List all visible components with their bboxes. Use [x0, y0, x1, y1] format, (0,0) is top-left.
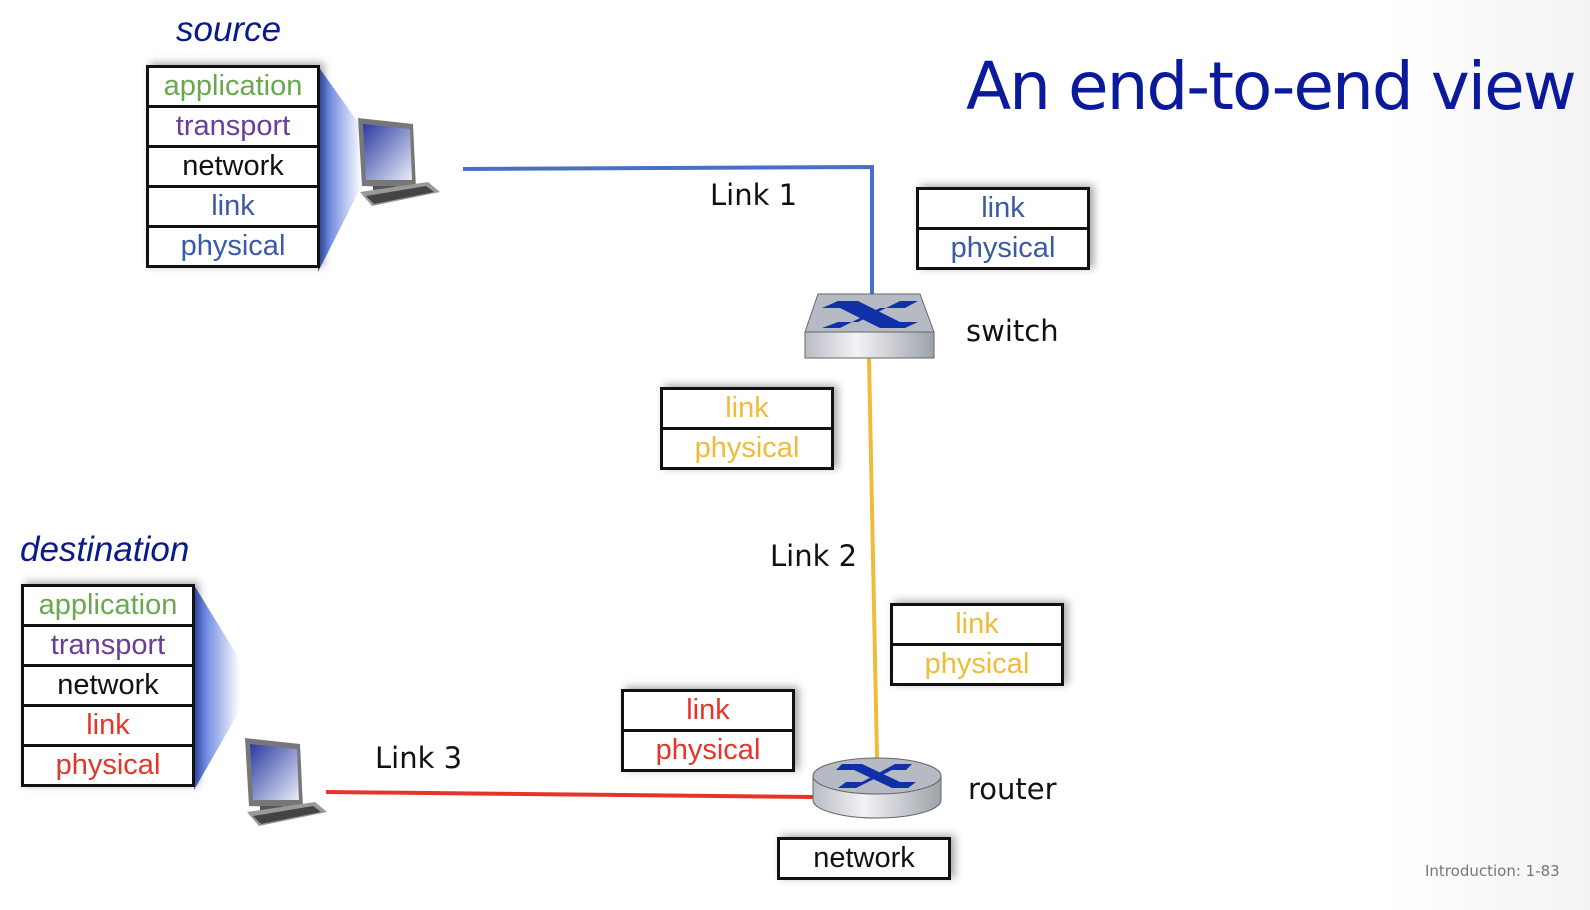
layer-network: network: [24, 664, 192, 704]
link1-line[interactable]: [462, 164, 874, 296]
layer-physical: physical: [663, 427, 831, 467]
layer-physical: physical: [919, 227, 1087, 267]
background-shade: [1390, 0, 1590, 910]
layer-link: link: [686, 694, 730, 726]
source-computer-icon: [358, 118, 440, 206]
layer-physical: physical: [24, 744, 192, 784]
layer-physical: physical: [624, 729, 792, 769]
layer-link: link: [149, 185, 317, 225]
link2-line[interactable]: [867, 357, 879, 759]
layer-network: network: [149, 145, 317, 185]
layer-link: link: [725, 392, 769, 424]
router-link2-protocol-stack: link physical: [890, 603, 1064, 686]
destination-protocol-stack: application transport network link physi…: [21, 584, 195, 787]
layer-physical: physical: [893, 643, 1061, 683]
router-link3-protocol-stack: link physical: [621, 689, 795, 772]
slide-title: An end-to-end view: [966, 48, 1577, 125]
switch-label: switch: [966, 314, 1059, 348]
link1-label: Link 1: [710, 178, 798, 212]
layer-link: link: [24, 704, 192, 744]
switch-icon: [804, 293, 935, 359]
slide-footer: Introduction: 1-83: [1425, 862, 1560, 880]
layer-application: application: [38, 589, 178, 621]
router-network-layer: network: [777, 837, 951, 880]
source-protocol-stack: application transport network link physi…: [146, 65, 320, 268]
layer-physical: physical: [149, 225, 317, 265]
destination-computer-icon: [245, 738, 327, 826]
link3-label: Link 3: [375, 741, 463, 775]
destination-stack-fan: [194, 585, 240, 790]
layer-application: application: [163, 70, 303, 102]
switch-protocol-stack: link physical: [916, 187, 1090, 270]
link3-line[interactable]: [325, 790, 816, 799]
router-label: router: [968, 772, 1057, 806]
layer-transport: transport: [24, 624, 192, 664]
switch-link2-protocol-stack: link physical: [660, 387, 834, 470]
router-icon: [812, 757, 942, 819]
layer-link: link: [955, 608, 999, 640]
layer-transport: transport: [149, 105, 317, 145]
layer-network: network: [813, 842, 915, 874]
source-stack-fan: [318, 66, 362, 272]
layer-link: link: [981, 192, 1025, 224]
source-label: source: [176, 10, 282, 49]
destination-label: destination: [20, 530, 190, 569]
link2-label: Link 2: [770, 539, 858, 573]
